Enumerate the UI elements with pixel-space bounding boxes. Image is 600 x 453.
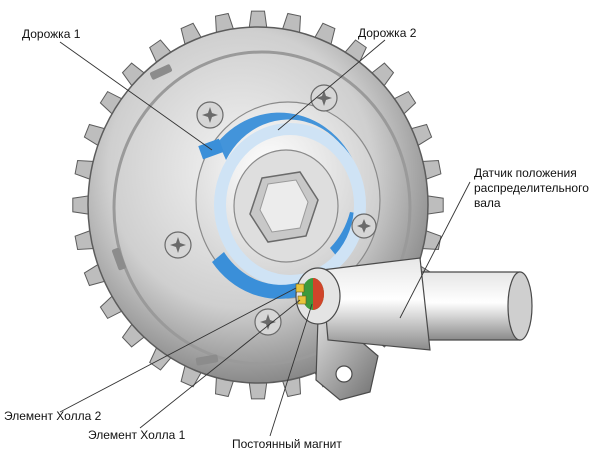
label-camshaft-sensor: Датчик положения распределительного вала bbox=[474, 166, 589, 211]
trigger-wheel bbox=[195, 101, 381, 299]
leader-track1 bbox=[59, 41, 213, 151]
bolt-right-icon bbox=[351, 213, 377, 239]
hall-element-2 bbox=[295, 283, 305, 293]
sensor-connector-end bbox=[507, 271, 533, 341]
label-track-1: Дорожка 1 bbox=[22, 27, 81, 41]
leader-hall1 bbox=[139, 299, 301, 429]
permanent-magnet-red bbox=[313, 278, 324, 310]
hall-element-1 bbox=[297, 295, 307, 305]
leader-sensor bbox=[399, 181, 471, 319]
label-camshaft-sensor-line3: вала bbox=[474, 196, 501, 210]
label-camshaft-sensor-line2: распределительного bbox=[474, 181, 589, 195]
mounting-bolts bbox=[164, 84, 377, 336]
label-permanent-magnet: Постоянный магнит bbox=[232, 437, 342, 451]
leader-magnet bbox=[269, 303, 313, 437]
label-hall-element-1: Элемент Холла 1 bbox=[88, 428, 186, 442]
track-1-lower bbox=[212, 252, 300, 299]
center-bolt-face bbox=[259, 179, 309, 233]
leader-hall2 bbox=[59, 287, 297, 413]
leader-track2 bbox=[277, 39, 386, 131]
camshaft-position-sensor bbox=[295, 257, 533, 401]
rim-slot-top bbox=[149, 64, 173, 80]
leader-lines bbox=[59, 39, 471, 437]
track-1 bbox=[214, 123, 366, 287]
rim-slot-bottom bbox=[195, 354, 219, 366]
bolt-left-icon bbox=[164, 231, 192, 259]
bolt-top-left-icon bbox=[196, 101, 224, 129]
label-hall-element-2: Элемент Холла 2 bbox=[4, 409, 102, 423]
bolt-top-right-icon bbox=[310, 84, 338, 112]
sprocket-rim-shadow bbox=[112, 50, 412, 366]
rim-slot-left bbox=[112, 247, 126, 271]
bolt-bottom-icon bbox=[254, 308, 282, 336]
label-track-2: Дорожка 2 bbox=[358, 26, 417, 40]
bracket-hole bbox=[335, 365, 353, 383]
label-camshaft-sensor-line1: Датчик положения bbox=[474, 166, 577, 180]
